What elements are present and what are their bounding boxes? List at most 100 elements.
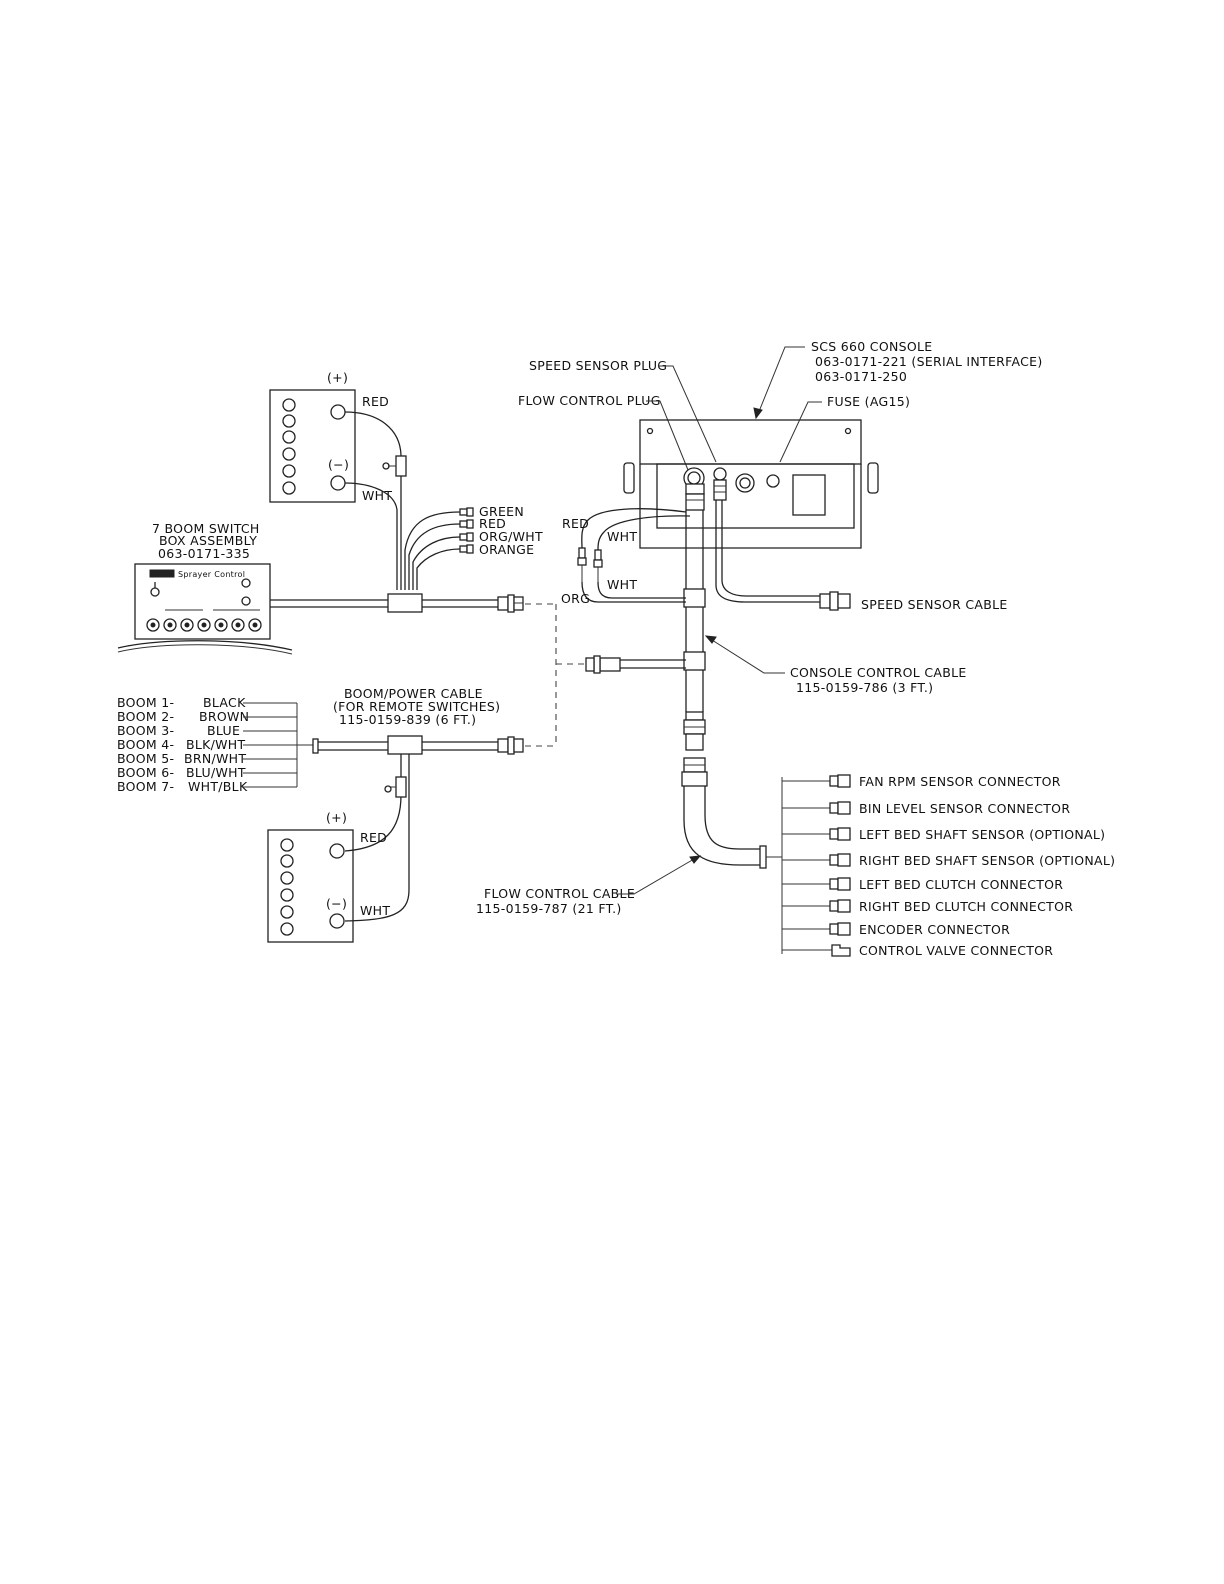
battery-top-wht-label: WHT [362,488,392,503]
svg-text:BOX ASSEMBLY: BOX ASSEMBLY [159,533,257,548]
flow-control-cable-label: FLOW CONTROL CABLE [484,886,635,901]
svg-text:115-0159-839 (6 FT.): 115-0159-839 (6 FT.) [339,712,476,727]
fuse-label: FUSE (AG15) [827,394,910,409]
boom-wire-number: BOOM 3- [117,723,174,738]
boom-wire-number: BOOM 4- [117,737,174,752]
boom-wire-number: BOOM 2- [117,709,174,724]
svg-text:LEFT BED CLUTCH CONNECTOR: LEFT BED CLUTCH CONNECTOR [859,877,1063,892]
console-control-cable-label: CONSOLE CONTROL CABLE [790,665,967,680]
speed-sensor-cable-label: SPEED SENSOR CABLE [861,597,1008,612]
boom-wire-number: BOOM 1- [117,695,174,710]
connector-right-bed-shaft: RIGHT BED SHAFT SENSOR (OPTIONAL) [782,853,1115,868]
battery-bottom-red-label: RED [360,830,387,845]
switch-box-assembly: Sprayer Control [117,563,293,655]
cable-tee-lower [683,651,706,671]
connector-encoder: ENCODER CONNECTOR [782,922,1010,937]
fuse-holder-icon [766,474,780,488]
speed-sensor-plug-label: SPEED SENSOR PLUG [529,358,667,373]
harness-junction [387,593,423,613]
flow-control-plug-label: FLOW CONTROL PLUG [518,393,661,408]
switch-box-logo [149,569,175,578]
battery-bottom: (+) (−) RED WHT [267,810,390,943]
connector-left-bed-clutch: LEFT BED CLUTCH CONNECTOR [782,877,1063,892]
battery-bottom-negative-terminal [329,913,345,929]
svg-text:RIGHT BED CLUTCH CONNECTOR: RIGHT BED CLUTCH CONNECTOR [859,899,1073,914]
boom-wire-color: BLUE [207,723,240,738]
cable-tee-upper [683,588,706,608]
console-wht-wire-label: WHT [607,577,637,592]
switch-box-connector [497,596,509,611]
console-branch-connector [599,657,621,672]
console-red-wire-label: RED [562,516,589,531]
console-bracket-knob-left [623,462,635,494]
switch-box-label: 7 BOOM SWITCH BOX ASSEMBLY 063-0171-335 [152,521,260,561]
svg-text:(FOR REMOTE SWITCHES): (FOR REMOTE SWITCHES) [333,699,500,714]
speed-sensor-plug [713,479,727,501]
svg-text:063-0171-221 (SERIAL INTERFACE: 063-0171-221 (SERIAL INTERFACE) [815,354,1043,369]
master-switch-icon [150,587,160,597]
boom-wire-leads [243,702,313,788]
console-bracket-knob-right [867,462,879,494]
svg-text:7 BOOM SWITCH: 7 BOOM SWITCH [152,521,260,536]
console-display-window [792,474,826,516]
svg-text:SCS 660 CONSOLE: SCS 660 CONSOLE [811,339,932,354]
inline-fuse-bottom [395,776,407,798]
console-unit [623,419,879,549]
connector-right-bed-clutch: RIGHT BED CLUTCH CONNECTOR [782,899,1073,914]
boom-toggle-switches [146,618,262,632]
harness-wire-label: ORANGE [479,542,534,557]
battery-top-red-label: RED [362,394,389,409]
harness-wire-label: ORG/WHT [479,529,543,544]
boom-wire-number: BOOM 5- [117,751,174,766]
svg-text:ENCODER CONNECTOR: ENCODER CONNECTOR [859,922,1010,937]
battery-top-negative-terminal [330,475,346,491]
wht-wire-connector [594,549,602,561]
flow-control-plug [685,483,705,495]
boom-wire-number: BOOM 6- [117,765,174,780]
harness-branch-wires: GREEN RED ORG/WHT ORANGE [404,504,543,590]
svg-text:063-0171-335: 063-0171-335 [158,546,250,561]
battery-top-plus-label: (+) [327,370,348,385]
speed-sensor-plug-socket-icon [713,467,727,481]
svg-text:RIGHT BED SHAFT SENSOR (OPTION: RIGHT BED SHAFT SENSOR (OPTIONAL) [859,853,1115,868]
svg-text:BOOM/POWER CABLE: BOOM/POWER CABLE [344,686,483,701]
speed-sensor-cable-connector [819,593,831,609]
svg-text:063-0171-250: 063-0171-250 [815,369,907,384]
boom-wire-color: BLACK [203,695,246,710]
battery-bottom-minus-label: (−) [326,896,347,911]
boom-cable-junction [387,735,423,755]
svg-text:FAN RPM SENSOR CONNECTOR: FAN RPM SENSOR CONNECTOR [859,774,1061,789]
boom-wire-color: BRN/WHT [184,751,246,766]
connector-bin-level: BIN LEVEL SENSOR CONNECTOR [782,801,1070,816]
harness-wire-label: GREEN [479,504,524,519]
svg-text:BIN LEVEL SENSOR CONNECTOR: BIN LEVEL SENSOR CONNECTOR [859,801,1070,816]
console-org-wire-label: ORG [561,591,590,606]
boom-wire-color: BROWN [199,709,249,724]
battery-bottom-plus-label: (+) [326,810,347,825]
indicator-light-icon [241,578,251,588]
switch-box-panel-text: Sprayer Control [178,570,245,579]
boom-wire-color: BLU/WHT [186,765,246,780]
battery-bottom-positive-terminal [329,843,345,859]
connector-left-bed-shaft: LEFT BED SHAFT SENSOR (OPTIONAL) [782,827,1105,842]
connector-fan-rpm: FAN RPM SENSOR CONNECTOR [782,774,1061,789]
red-wire-connector [578,547,586,559]
svg-text:CONTROL VALVE CONNECTOR: CONTROL VALVE CONNECTOR [859,943,1053,958]
boom-wire-list: BOOM 1- BLACK BOOM 2- BROWN BOOM 3- BLUE… [117,695,249,794]
connector-control-valve: CONTROL VALVE CONNECTOR [782,943,1053,958]
boom-wire-number: BOOM 7- [117,779,174,794]
harness-wire-label: RED [479,516,506,531]
indicator-light-icon [241,596,251,606]
console-control-cable-part: 115-0159-786 (3 FT.) [796,680,933,695]
flow-control-cable-end [759,845,767,869]
console-label: SCS 660 CONSOLE 063-0171-221 (SERIAL INT… [811,339,1043,384]
svg-text:LEFT BED SHAFT SENSOR (OPTIONA: LEFT BED SHAFT SENSOR (OPTIONAL) [859,827,1105,842]
console-port-icon [735,473,755,493]
flow-control-cable-part: 115-0159-787 (21 FT.) [476,901,622,916]
battery-top-minus-label: (−) [328,457,349,472]
console-wht-wire-label: WHT [607,529,637,544]
boom-wire-color: WHT/BLK [188,779,248,794]
battery-top: (+) (−) RED WHT [269,370,392,503]
inline-fuse-top [395,455,407,477]
